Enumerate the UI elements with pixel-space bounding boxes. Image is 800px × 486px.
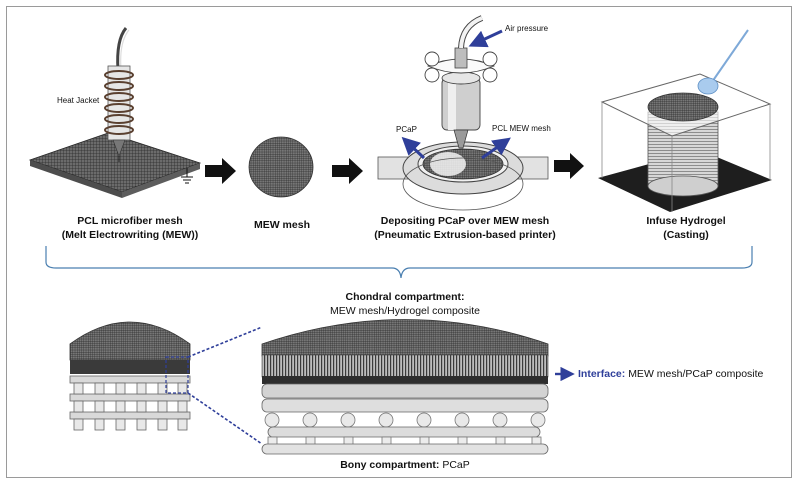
step4-subtitle: (Casting) bbox=[663, 229, 709, 241]
pneumatic-printer-illustration bbox=[377, 15, 549, 211]
heat-jacket-label: Heat Jacket bbox=[57, 96, 100, 105]
heat-jacket-nozzle-illustration bbox=[104, 27, 134, 162]
chondral-description: MEW mesh/Hydrogel composite bbox=[330, 305, 480, 317]
interface-label: Interface: MEW mesh/PCaP composite bbox=[578, 367, 788, 381]
step4-title: Infuse Hydrogel bbox=[646, 215, 726, 227]
scaffold-detail-illustration bbox=[261, 319, 549, 455]
pcap-arrow bbox=[401, 136, 426, 160]
chondral-compartment-label: Chondral compartment: MEW mesh/Hydrogel … bbox=[300, 290, 510, 318]
pipette-illustration bbox=[697, 29, 749, 95]
step1-caption: PCL microfiber mesh (Melt Electrowriting… bbox=[42, 214, 218, 242]
air-pressure-arrow bbox=[468, 29, 503, 48]
chondral-title: Chondral compartment: bbox=[345, 291, 465, 303]
process-arrow-1 bbox=[205, 158, 236, 184]
step1-title: PCL microfiber mesh bbox=[77, 215, 183, 227]
step3-subtitle: (Pneumatic Extrusion-based printer) bbox=[374, 229, 556, 241]
mew-mesh-slab-illustration bbox=[28, 132, 202, 198]
figure-frame bbox=[6, 6, 792, 478]
process-arrow-3 bbox=[554, 153, 584, 179]
step1-subtitle: (Melt Electrowriting (MEW)) bbox=[61, 229, 199, 241]
step4-caption: Infuse Hydrogel (Casting) bbox=[626, 214, 746, 242]
mew-mesh-disc bbox=[248, 136, 314, 198]
step3-caption: Depositing PCaP over MEW mesh (Pneumatic… bbox=[360, 214, 570, 242]
step2-title: MEW mesh bbox=[253, 219, 310, 231]
scaffold-overview-illustration bbox=[69, 321, 191, 431]
bony-title: Bony compartment: bbox=[340, 459, 440, 471]
bony-description: PCaP bbox=[442, 459, 470, 471]
pcl-mew-mesh-label: PCL MEW mesh bbox=[492, 124, 551, 133]
step2-caption: MEW mesh bbox=[236, 218, 328, 232]
pcl-mew-arrow bbox=[481, 137, 511, 160]
ground-symbol bbox=[181, 168, 193, 184]
hydrogel-casting-illustration bbox=[598, 73, 772, 212]
bony-compartment-label: Bony compartment: PCaP bbox=[300, 458, 510, 472]
process-arrow-2 bbox=[332, 158, 363, 184]
process-bracket bbox=[45, 246, 753, 279]
interface-title: Interface: bbox=[578, 368, 626, 380]
step3-title: Depositing PCaP over MEW mesh bbox=[380, 215, 550, 227]
zoom-lines bbox=[187, 326, 263, 445]
interface-description: MEW mesh/PCaP composite bbox=[628, 368, 764, 380]
air-pressure-label: Air pressure bbox=[505, 24, 549, 33]
pcap-label: PCaP bbox=[396, 125, 417, 134]
